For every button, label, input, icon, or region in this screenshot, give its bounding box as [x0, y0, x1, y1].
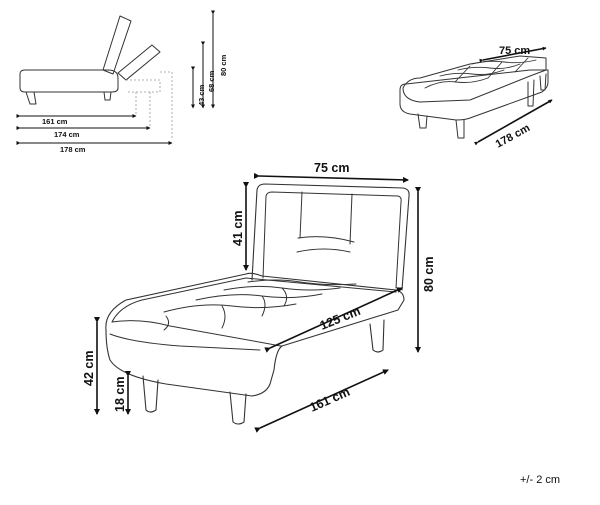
main-dim-18: 18 cm — [113, 371, 131, 415]
main-chaise-drawing — [105, 183, 410, 425]
main-dim-75-label: 75 cm — [314, 161, 349, 175]
side-dim-161-label: 161 cm — [42, 117, 68, 126]
side-dim-68-label: 68 cm — [207, 70, 216, 92]
main-dim-75: 75 cm — [253, 161, 409, 183]
side-dim-80: 80 cm — [211, 10, 228, 109]
side-dim-174: 174 cm — [16, 126, 151, 139]
main-dim-80: 80 cm — [415, 187, 436, 353]
main-dim-41-label: 41 cm — [231, 211, 245, 246]
side-dim-174-label: 174 cm — [54, 130, 80, 139]
main-dim-18-label: 18 cm — [113, 377, 127, 412]
side-dim-161: 161 cm — [16, 114, 137, 126]
side-view-drawing — [19, 15, 173, 140]
main-dim-161: 161 cm — [254, 369, 389, 433]
main-dim-41: 41 cm — [231, 182, 249, 271]
main-dim-80-label: 80 cm — [422, 257, 436, 292]
main-dim-42-label: 42 cm — [82, 351, 96, 386]
side-dim-43: 43 cm — [191, 66, 206, 109]
side-dim-178: 178 cm — [16, 141, 173, 154]
flat-dim-178: 178 cm — [473, 99, 553, 151]
side-dim-178-label: 178 cm — [60, 145, 86, 154]
side-dim-80-label: 80 cm — [219, 54, 228, 76]
main-dim-161-label: 161 cm — [308, 385, 352, 415]
main-dim-125: 125 cm — [264, 287, 403, 353]
flat-dim-75-label: 75 cm — [499, 45, 530, 57]
side-dim-43-label: 43 cm — [197, 84, 206, 106]
flat-dim-178-label: 178 cm — [494, 122, 533, 151]
tolerance-note: +/- 2 cm — [520, 474, 561, 486]
main-dim-42: 42 cm — [82, 317, 100, 415]
flat-dim-75: 75 cm — [479, 45, 547, 63]
